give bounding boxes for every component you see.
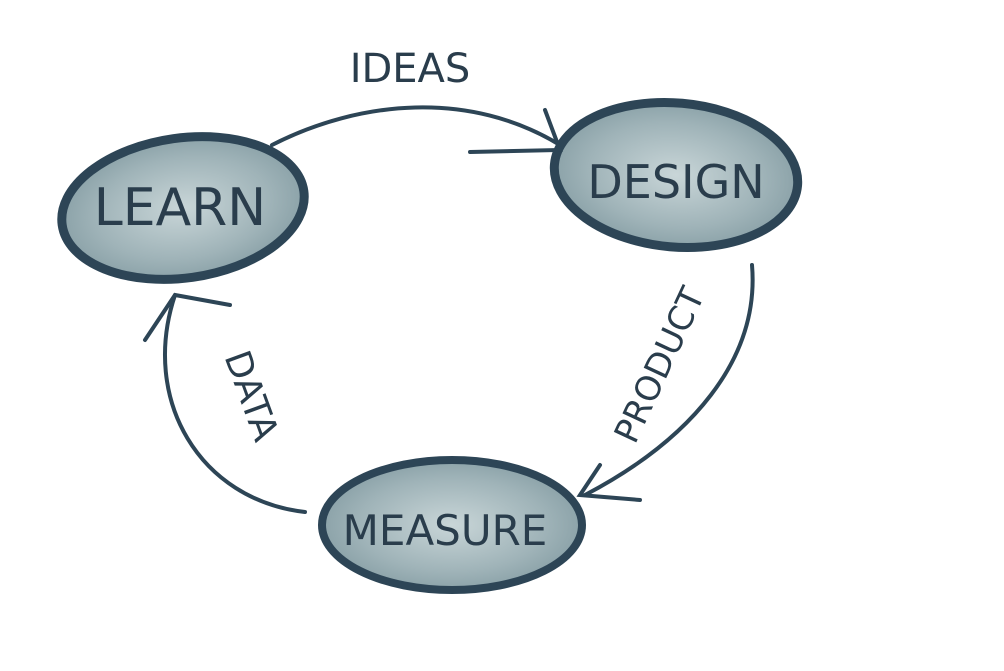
ideas-arrowhead [468,108,563,154]
learn-node: LEARN [57,132,309,284]
ideas-arrow [270,105,562,147]
measure-label: MEASURE [343,506,548,555]
data-label: DATA [216,345,286,447]
design-label: DESIGN [587,155,764,209]
data-arrow [163,293,307,514]
design-node: DESIGN [549,97,803,253]
product-arrowhead [576,463,642,502]
data-arrowhead [143,292,232,342]
product-arrow [583,263,755,497]
measure-node: MEASURE [318,456,586,594]
product-label: PRODUCT [607,281,714,449]
ideas-label: IDEAS [350,46,471,92]
learn-label: LEARN [94,178,266,238]
